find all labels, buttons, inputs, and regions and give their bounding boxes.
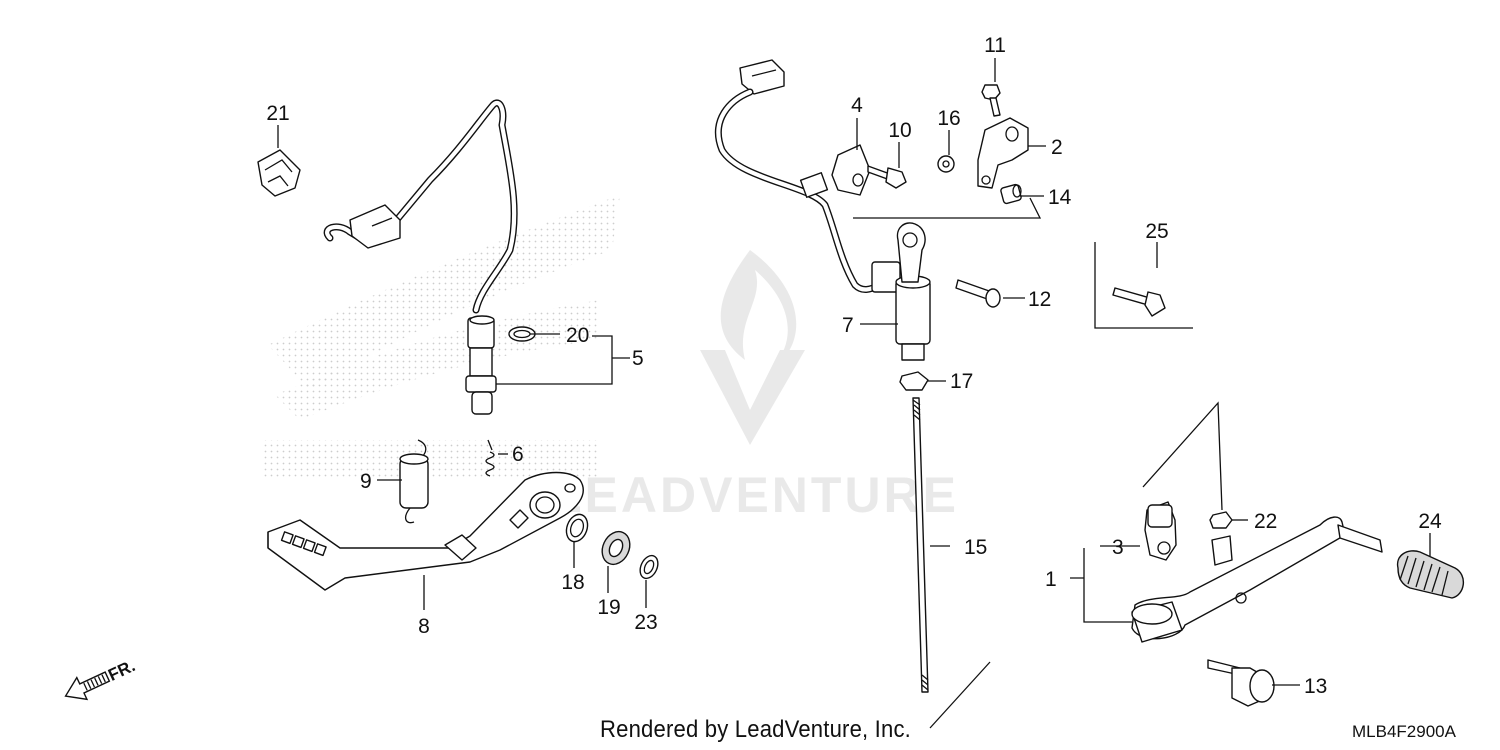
part-14-collar [1000, 183, 1022, 205]
label-14: 14 [1048, 186, 1072, 209]
leader-lines [277, 58, 1431, 729]
watermark-text: LEADVENTURE [551, 467, 959, 523]
pedal-tread [280, 531, 327, 557]
label-6: 6 [512, 443, 524, 466]
part-7-switch [714, 59, 931, 361]
label-5: 5 [632, 347, 644, 370]
part-10-bolt [867, 165, 907, 189]
label-8: 8 [418, 615, 430, 638]
label-10: 10 [888, 119, 911, 142]
label-1: 1 [1045, 568, 1057, 591]
label-19: 19 [597, 596, 620, 619]
label-23: 23 [634, 611, 657, 634]
part-19-washer [601, 530, 631, 566]
label-11: 11 [984, 34, 1006, 57]
label-22: 22 [1254, 510, 1277, 533]
label-16: 16 [937, 107, 960, 130]
leadventure-watermark: LEADVENTURE [551, 250, 959, 523]
label-4: 4 [851, 94, 863, 117]
part-25-box [1094, 242, 1193, 329]
label-18: 18 [561, 571, 584, 594]
label-9: 9 [360, 470, 372, 493]
diagram-code: MLB4F2900A [1352, 722, 1456, 741]
part-1-shift-lever [1131, 516, 1383, 643]
front-direction-arrow: FR. [64, 656, 138, 701]
part-16-washer [937, 155, 955, 173]
part-22-nut [1209, 511, 1233, 529]
label-20: 20 [566, 324, 589, 347]
part-2-arm [977, 117, 1029, 189]
part-12-bolt [955, 279, 1001, 308]
label-3: 3 [1112, 536, 1124, 559]
label-12: 12 [1028, 288, 1051, 311]
label-21: 21 [266, 102, 289, 125]
label-15: 15 [964, 536, 987, 559]
label-2: 2 [1051, 136, 1063, 159]
front-direction-label: FR. [105, 656, 138, 685]
part-5-brake-switch [323, 99, 518, 415]
part-21-cap [257, 149, 301, 197]
part-13-bolt [1207, 659, 1275, 707]
label-25: 25 [1145, 220, 1168, 243]
part-23-clip [639, 554, 659, 580]
part-24-rubber [1396, 550, 1464, 599]
part-6-spring [485, 439, 495, 477]
part-labels: 21 20 5 6 9 8 18 19 23 4 10 11 16 2 14 1… [266, 34, 1442, 698]
label-17: 17 [950, 370, 973, 393]
label-7: 7 [842, 314, 854, 337]
part-4-bracket [831, 144, 871, 196]
part-17-nut [899, 371, 929, 391]
part-9-sleeve [399, 439, 429, 524]
part-15-rod [912, 397, 929, 693]
part-8-brake-pedal [267, 471, 584, 591]
label-24: 24 [1418, 510, 1442, 533]
credit-text: Rendered by LeadVenture, Inc. [600, 716, 912, 743]
label-13: 13 [1304, 675, 1327, 698]
part-3-joint [1144, 501, 1177, 561]
part-11-bolt [981, 84, 1001, 117]
part-18-washer [565, 513, 589, 543]
